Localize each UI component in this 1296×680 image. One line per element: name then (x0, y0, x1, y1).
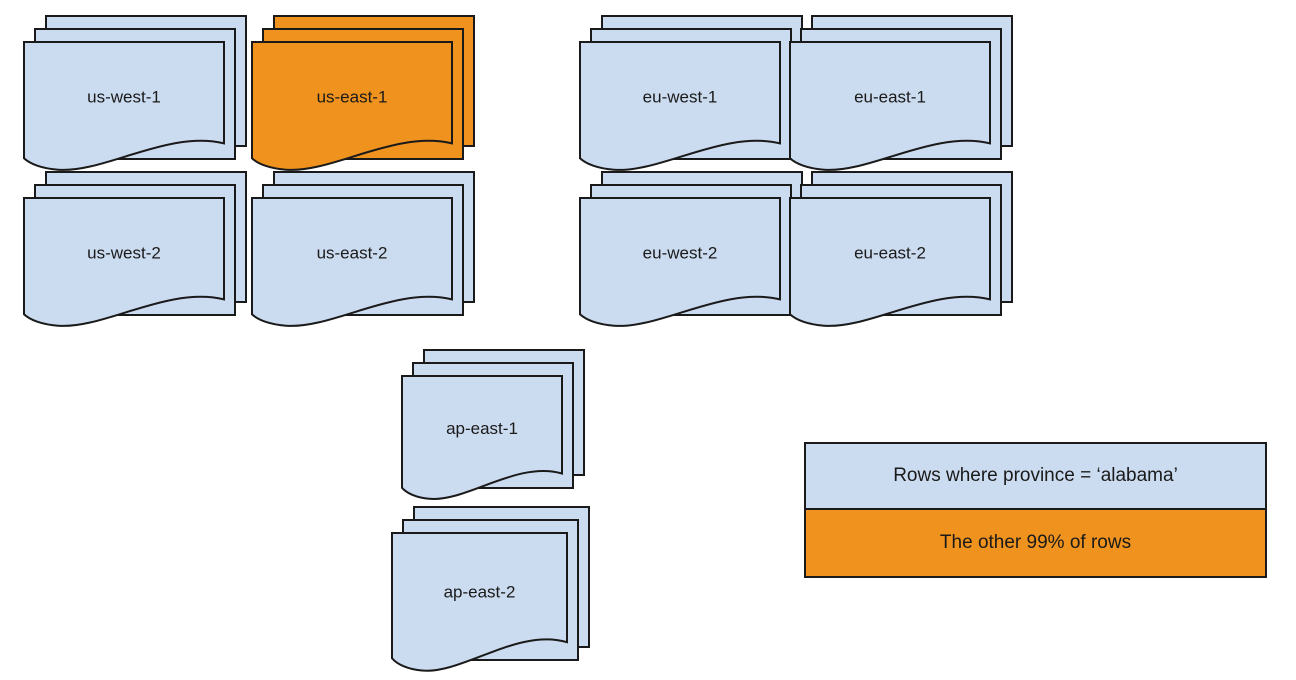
document-stack-ap-east-1[interactable]: ap-east-1 (400, 348, 586, 503)
document-sheet-front (401, 375, 563, 500)
legend-row-alabama: Rows where province = ‘alabama’ (806, 444, 1265, 510)
document-stack-us-west-1[interactable]: us-west-1 (22, 14, 248, 174)
document-sheet-front (789, 197, 991, 327)
document-stack-us-east-2[interactable]: us-east-2 (250, 170, 476, 330)
document-stack-us-west-2[interactable]: us-west-2 (22, 170, 248, 330)
document-stack-us-east-1[interactable]: us-east-1 (250, 14, 476, 174)
document-stack-eu-east-1[interactable]: eu-east-1 (788, 14, 1014, 174)
document-sheet-front (23, 197, 225, 327)
document-sheet-front (251, 197, 453, 327)
document-sheet-front (789, 41, 991, 171)
document-sheet-front (251, 41, 453, 171)
document-stack-ap-east-2[interactable]: ap-east-2 (390, 505, 591, 675)
legend-label-other: The other 99% of rows (939, 532, 1132, 553)
legend-row-other: The other 99% of rows (806, 510, 1265, 576)
document-sheet-front (23, 41, 225, 171)
document-stack-eu-east-2[interactable]: eu-east-2 (788, 170, 1014, 330)
legend: Rows where province = ‘alabama’ The othe… (804, 442, 1267, 578)
document-sheet-front (579, 197, 781, 327)
document-stack-eu-west-1[interactable]: eu-west-1 (578, 14, 804, 174)
document-sheet-front (391, 532, 568, 672)
document-stack-eu-west-2[interactable]: eu-west-2 (578, 170, 804, 330)
document-sheet-front (579, 41, 781, 171)
legend-label-alabama: Rows where province = ‘alabama’ (893, 465, 1178, 486)
